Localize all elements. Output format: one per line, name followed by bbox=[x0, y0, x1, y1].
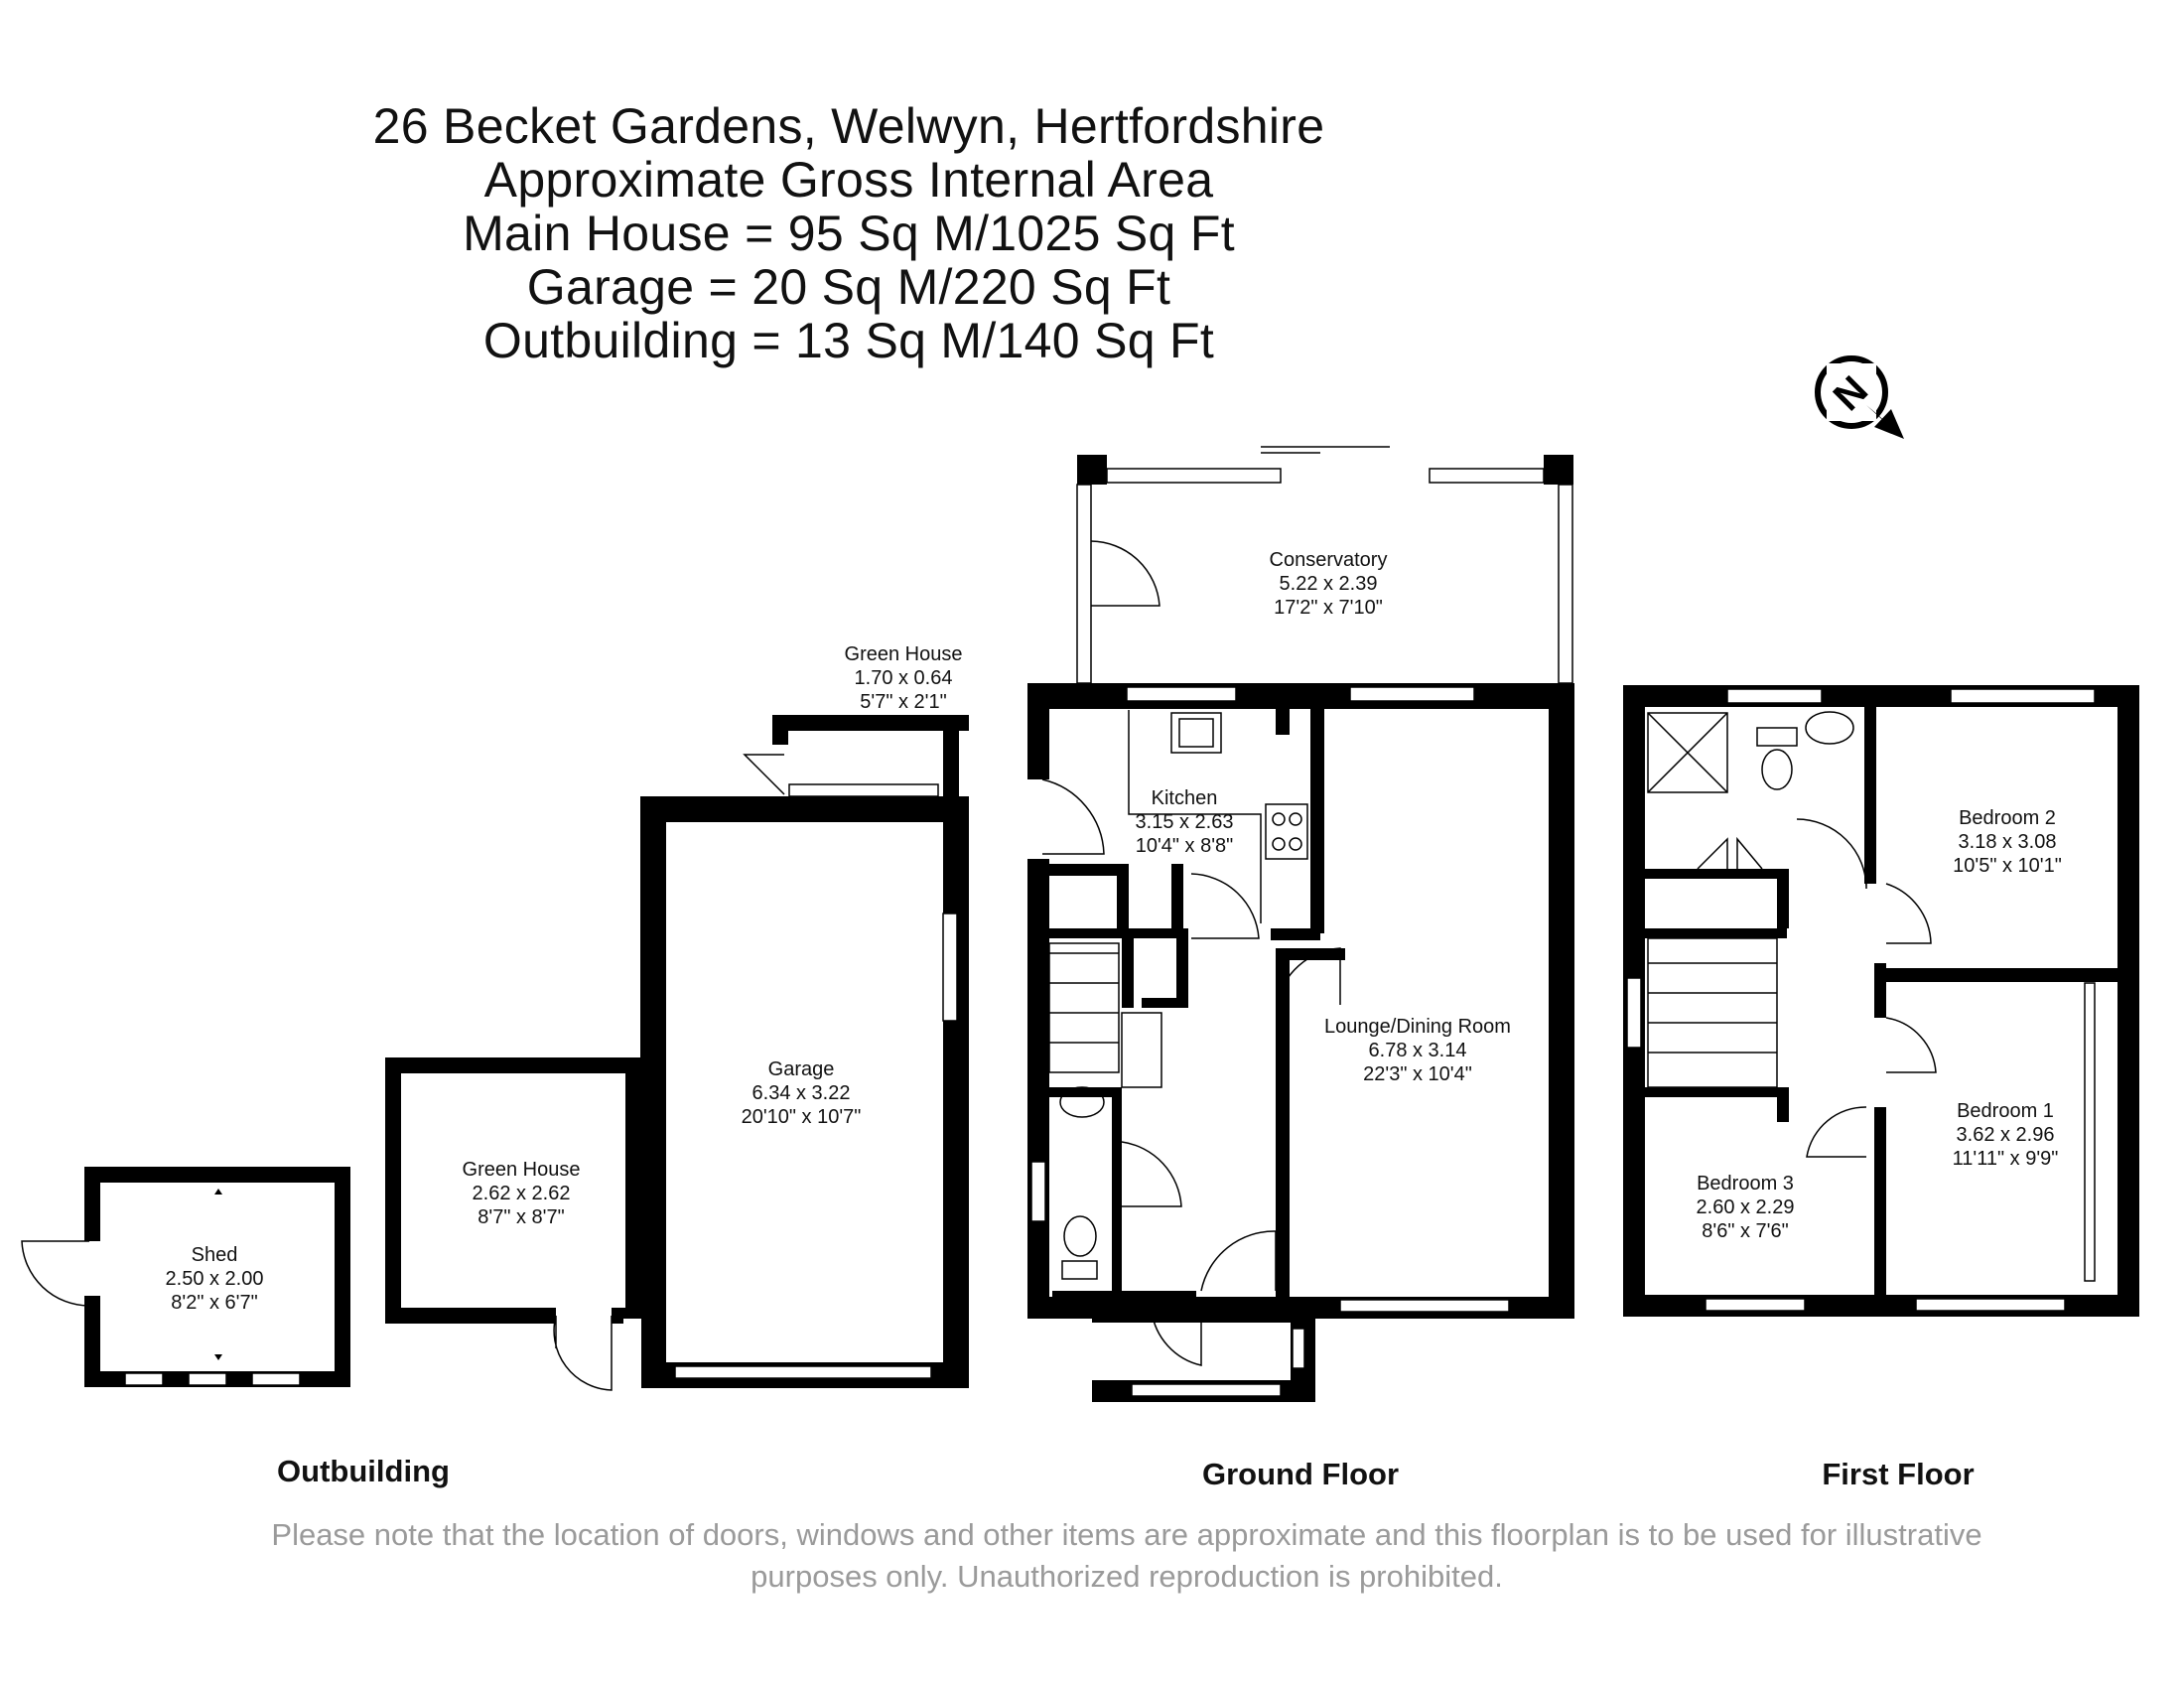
section-first-floor: First Floor bbox=[1822, 1457, 1974, 1491]
garage-imperial: 20'10" x 10'7" bbox=[742, 1106, 862, 1128]
garage bbox=[623, 796, 969, 1390]
garage-name: Garage bbox=[768, 1058, 835, 1080]
green-house-small-name: Green House bbox=[845, 643, 963, 665]
bedroom1-name: Bedroom 1 bbox=[1957, 1100, 2054, 1122]
conservatory-name: Conservatory bbox=[1270, 549, 1388, 571]
green-house-imperial: 8'7" x 8'7" bbox=[478, 1206, 564, 1228]
disclaimer-line-2: purposes only. Unauthorized reproduction… bbox=[751, 1559, 1503, 1594]
green-house-small-imperial: 5'7" x 2'1" bbox=[860, 691, 946, 713]
bedroom2-imperial: 10'5" x 10'1" bbox=[1953, 855, 2062, 877]
shed-name: Shed bbox=[192, 1244, 238, 1266]
bedroom1-imperial: 11'11" x 9'9" bbox=[1953, 1148, 2059, 1170]
shed bbox=[21, 1167, 350, 1387]
area-title: Approximate Gross Internal Area bbox=[483, 152, 1214, 208]
green-house-small bbox=[743, 715, 969, 804]
address-title: 26 Becket Gardens, Welwyn, Hertfordshire bbox=[372, 98, 1325, 154]
north-arrow-icon: N bbox=[1815, 355, 1904, 439]
green-house bbox=[385, 1057, 641, 1391]
green-house-name: Green House bbox=[463, 1159, 581, 1181]
lounge-imperial: 22'3" x 10'4" bbox=[1363, 1063, 1472, 1085]
kitchen-name: Kitchen bbox=[1152, 787, 1218, 809]
conservatory-metric: 5.22 x 2.39 bbox=[1280, 573, 1378, 595]
shed-metric: 2.50 x 2.00 bbox=[166, 1268, 264, 1290]
shed-imperial: 8'2" x 6'7" bbox=[171, 1292, 257, 1314]
outbuilding-area: Outbuilding = 13 Sq M/140 Sq Ft bbox=[482, 313, 1215, 368]
lounge-name: Lounge/Dining Room bbox=[1324, 1016, 1511, 1038]
header: 26 Becket Gardens, Welwyn, Hertfordshire… bbox=[0, 99, 1698, 367]
lounge-metric: 6.78 x 3.14 bbox=[1369, 1040, 1467, 1061]
green-house-small-metric: 1.70 x 0.64 bbox=[855, 667, 953, 689]
main-house-area: Main House = 95 Sq M/1025 Sq Ft bbox=[463, 206, 1235, 261]
conservatory-imperial: 17'2" x 7'10" bbox=[1274, 597, 1383, 619]
bedroom3-name: Bedroom 3 bbox=[1697, 1173, 1794, 1195]
garage-area: Garage = 20 Sq M/220 Sq Ft bbox=[526, 259, 1171, 315]
ground-floor bbox=[1027, 446, 1574, 1402]
section-outbuilding: Outbuilding bbox=[277, 1454, 450, 1488]
disclaimer: Please note that the location of doors, … bbox=[0, 1514, 2184, 1598]
disclaimer-line-1: Please note that the location of doors, … bbox=[271, 1517, 1982, 1552]
bedroom3-imperial: 8'6" x 7'6" bbox=[1702, 1220, 1788, 1242]
bedroom3-metric: 2.60 x 2.29 bbox=[1697, 1196, 1795, 1218]
bedroom2-name: Bedroom 2 bbox=[1959, 807, 2056, 829]
first-floor bbox=[1623, 685, 2139, 1317]
bedroom1-metric: 3.62 x 2.96 bbox=[1957, 1124, 2055, 1146]
kitchen-metric: 3.15 x 2.63 bbox=[1136, 811, 1234, 833]
section-ground-floor: Ground Floor bbox=[1202, 1457, 1399, 1491]
bedroom2-metric: 3.18 x 3.08 bbox=[1959, 831, 2057, 853]
garage-metric: 6.34 x 3.22 bbox=[752, 1082, 851, 1104]
kitchen-imperial: 10'4" x 8'8" bbox=[1136, 835, 1234, 857]
green-house-metric: 2.62 x 2.62 bbox=[473, 1183, 571, 1204]
